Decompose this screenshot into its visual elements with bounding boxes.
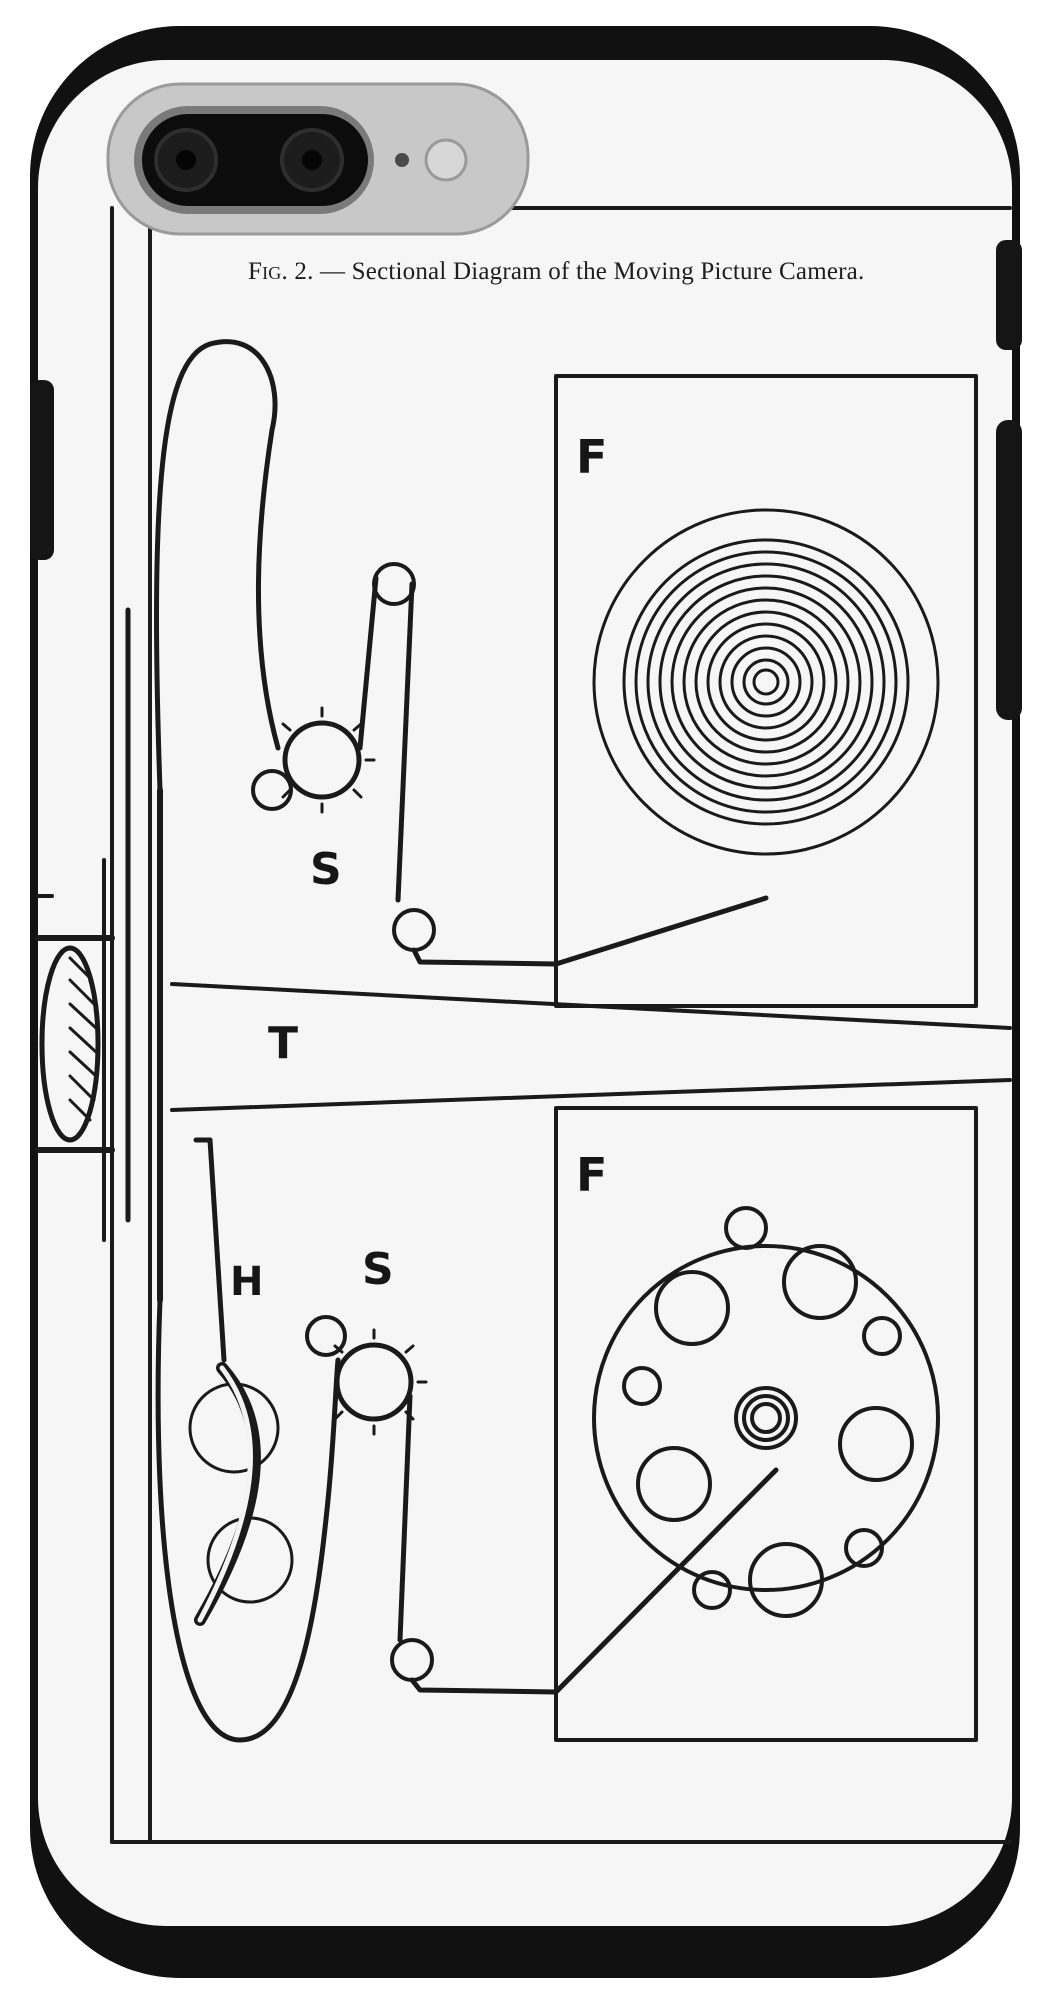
side-button-left xyxy=(30,380,54,560)
upper-film-to-roll xyxy=(411,895,769,967)
light-path-bottom xyxy=(170,1078,1012,1112)
claw-arm-inner xyxy=(197,1365,253,1623)
figure-number: Fig. 2. xyxy=(248,258,314,285)
caption-text: Sectional Diagram of the Moving Picture … xyxy=(351,258,865,285)
label-t: T xyxy=(268,1018,299,1069)
lower-sprocket-teeth xyxy=(333,1328,428,1436)
label-f-top: F xyxy=(576,430,608,484)
lens-hatching xyxy=(68,956,98,1122)
label-s-top: S xyxy=(310,844,342,895)
lower-film-to-reel xyxy=(409,1467,779,1695)
top-film-roll xyxy=(592,508,940,856)
upper-guide-roller-left xyxy=(251,769,293,811)
upper-sprocket xyxy=(282,720,362,800)
upper-film-loop xyxy=(154,339,281,793)
light-path-top xyxy=(170,982,1012,1030)
diagram xyxy=(35,206,1012,1844)
side-button-right-lower xyxy=(996,420,1022,720)
side-button-right-upper xyxy=(996,240,1022,350)
microphone-hole xyxy=(395,153,409,167)
case-print-area xyxy=(38,60,1012,1926)
label-s-bottom: S xyxy=(362,1244,394,1295)
flash xyxy=(424,138,468,182)
figure-caption: Fig. 2. — Sectional Diagram of the Movin… xyxy=(248,258,948,286)
top-magazine-box xyxy=(554,374,978,1008)
lower-sprocket xyxy=(334,1342,414,1422)
bottom-film-reel xyxy=(592,1206,940,1618)
lens-element xyxy=(39,945,101,1143)
camera-lens-left-center xyxy=(176,150,196,170)
label-h: H xyxy=(230,1259,264,1305)
lower-guide-roller-left xyxy=(305,1315,347,1357)
lower-film-descent xyxy=(397,1393,413,1643)
gate-line xyxy=(207,1137,227,1363)
label-f-bottom: F xyxy=(576,1148,608,1202)
lower-film-loop xyxy=(155,1297,341,1743)
upper-film-riser xyxy=(357,575,415,903)
bottom-magazine-box xyxy=(554,1106,978,1742)
camera-lens-right-center xyxy=(302,150,322,170)
caption-dash: — xyxy=(320,258,346,285)
